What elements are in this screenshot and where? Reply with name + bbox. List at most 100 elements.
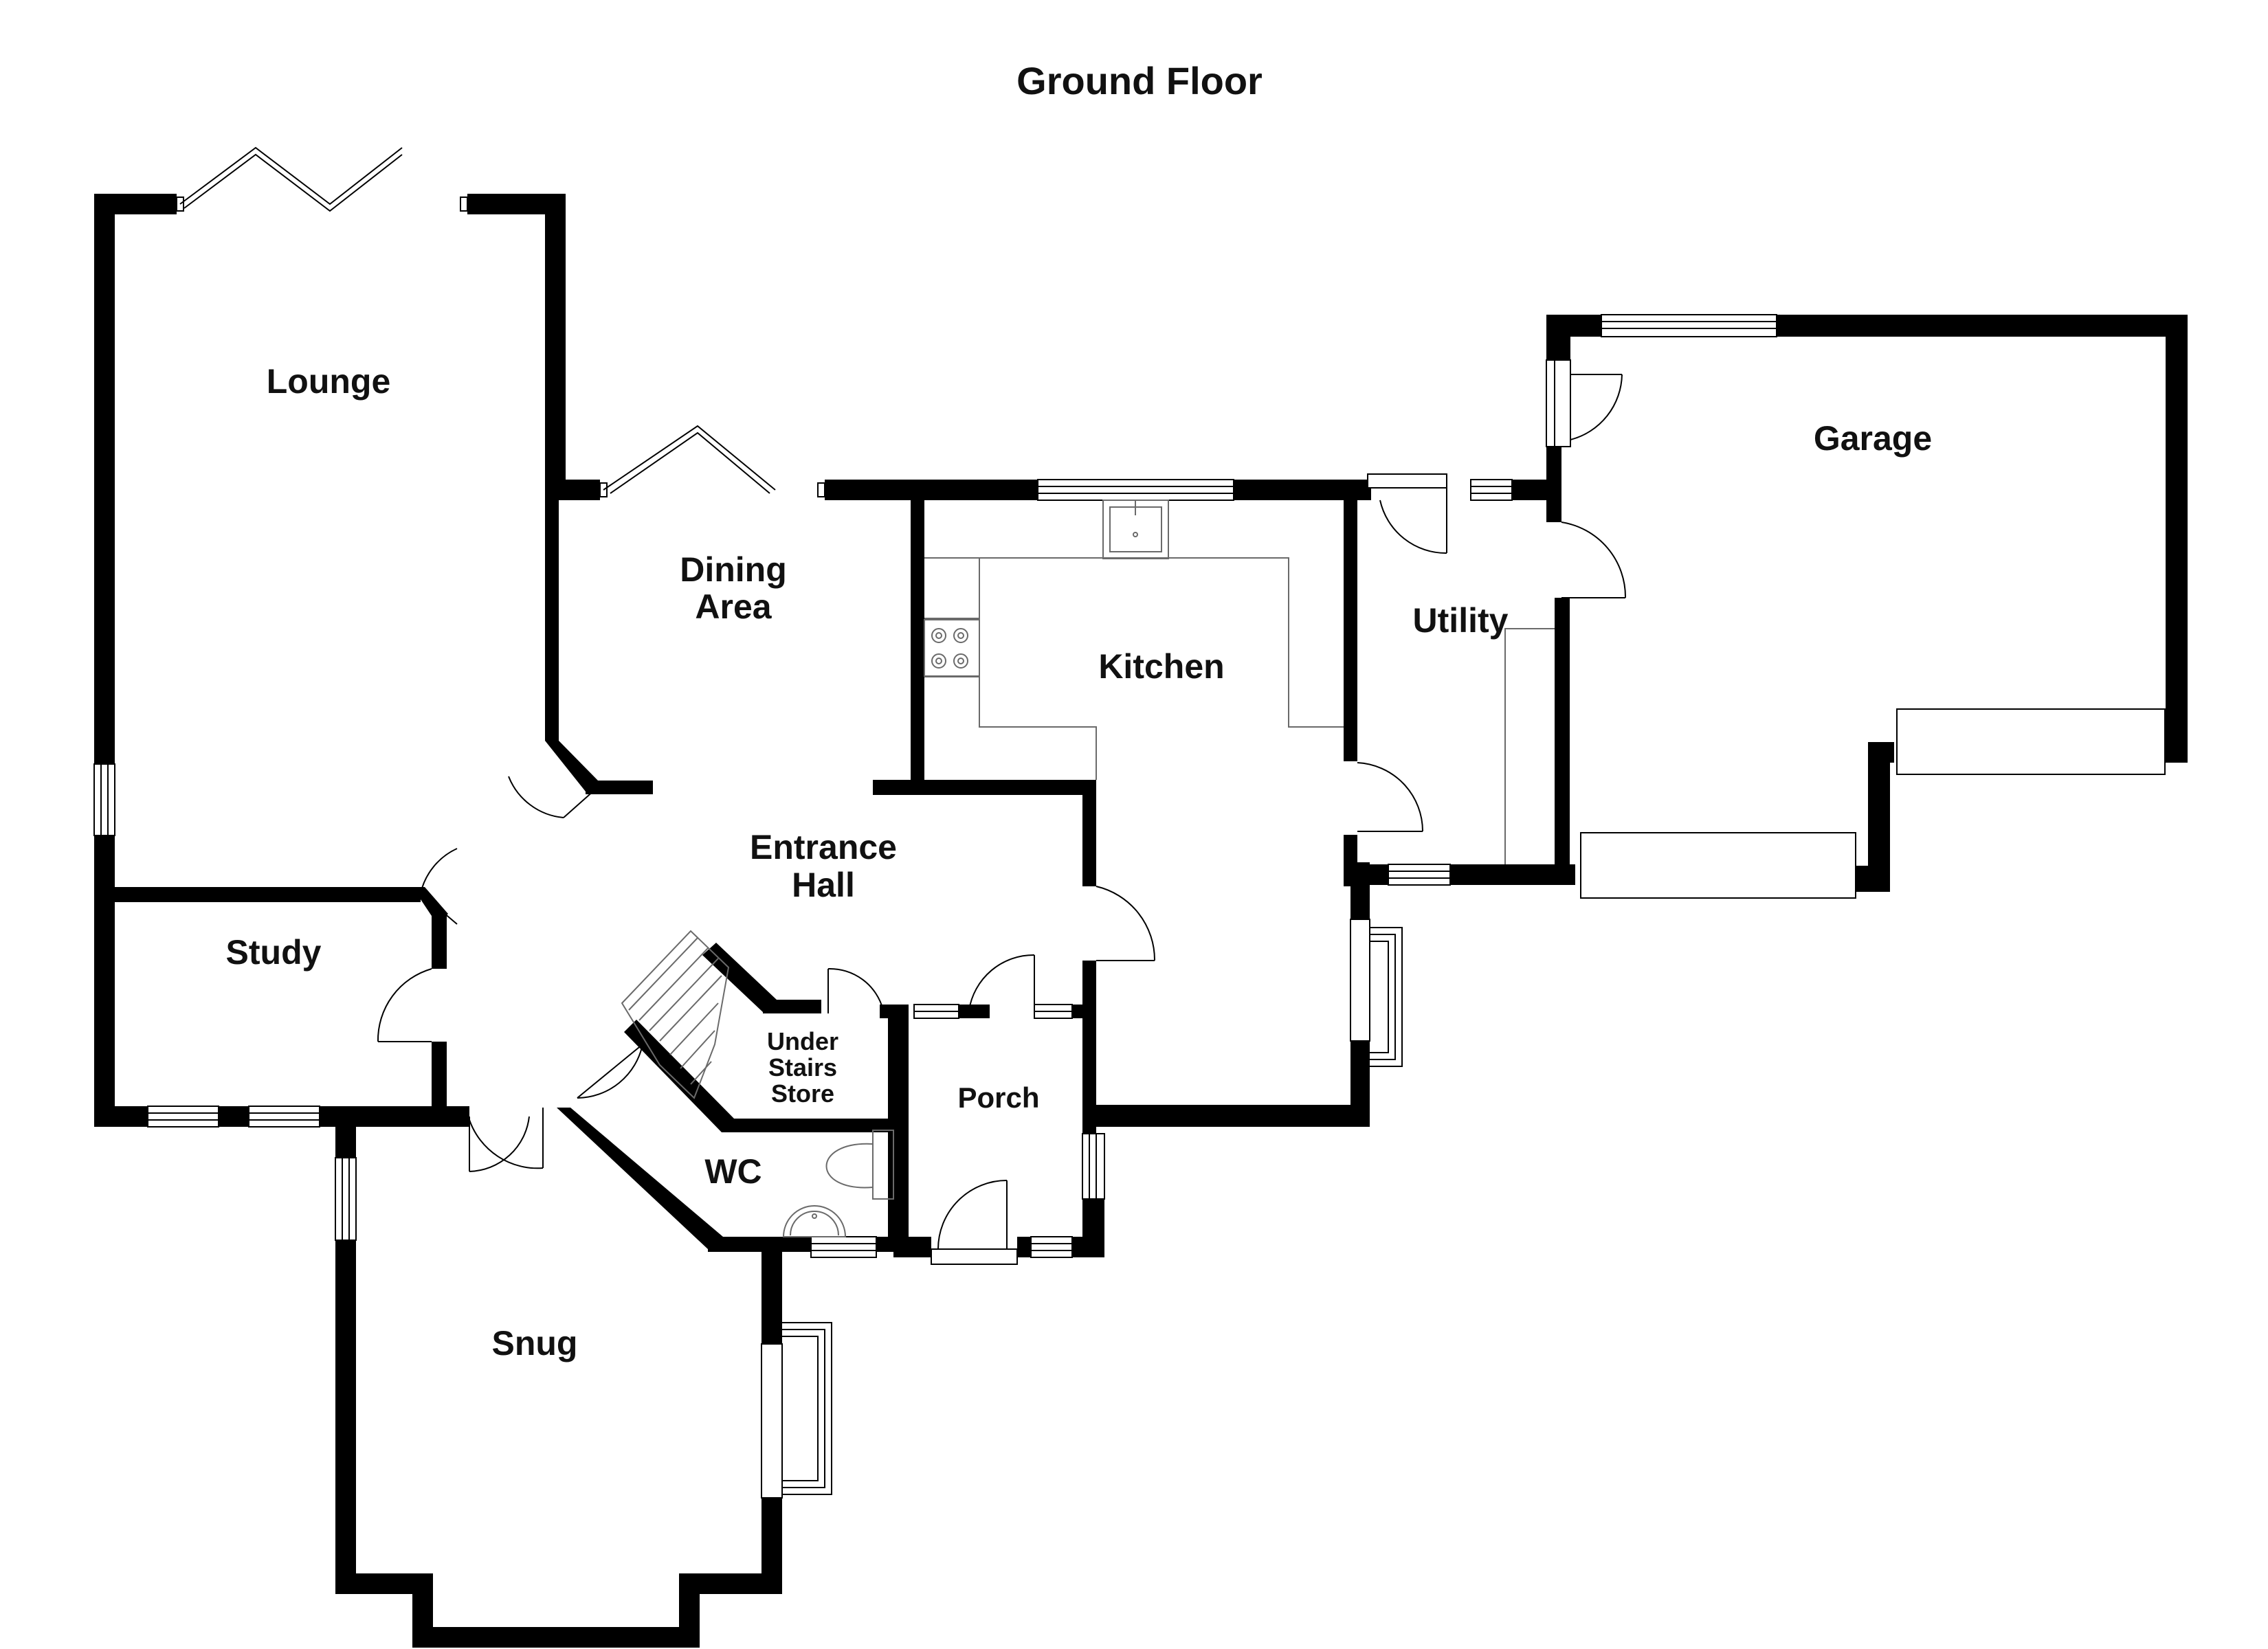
wall-snug-west-upper xyxy=(335,1106,356,1158)
window-garage-north xyxy=(1601,314,1777,337)
wall-garage-top-b xyxy=(1777,315,2188,337)
window-garage-side xyxy=(1546,359,1571,447)
windows xyxy=(93,314,1777,1499)
room-label-utility: Utility xyxy=(1413,601,1509,640)
room-label-dining-1: Dining xyxy=(680,550,787,589)
sink-icon xyxy=(1102,500,1169,559)
window-porch-east xyxy=(1082,1133,1105,1200)
window-utility-north xyxy=(1470,479,1513,501)
window-kitchen-north xyxy=(1037,479,1234,501)
door-utility-back xyxy=(1367,473,1447,554)
wall-lounge-study-divider xyxy=(94,887,421,902)
window-snug-east-bay xyxy=(761,1322,832,1499)
wall-porch-west xyxy=(893,1005,909,1252)
wall-kitchen-pantry-west xyxy=(911,500,924,782)
room-label-garage: Garage xyxy=(1814,419,1932,458)
window-utility-south xyxy=(1388,864,1451,886)
utility-worktop xyxy=(1504,628,1555,864)
door-wc xyxy=(577,1044,643,1099)
door-snug-double xyxy=(469,1108,544,1172)
door-utility xyxy=(1357,762,1424,832)
wall-snug-north-a xyxy=(440,1106,469,1121)
door-porch-inner xyxy=(968,954,1035,1011)
wall-dining-stub xyxy=(586,781,653,794)
stairs-icon xyxy=(621,930,730,1099)
room-label-lounge: Lounge xyxy=(267,362,391,401)
window-kitchen-east-bay xyxy=(1350,919,1403,1067)
wall-utility-top-right xyxy=(1512,480,1561,500)
wall-garage-south-right xyxy=(1856,866,1890,892)
hob-icon xyxy=(924,619,980,677)
window-porch-south xyxy=(1030,1236,1073,1258)
wall-kitchen-west-lower xyxy=(1082,961,1096,1125)
wall-utility-top xyxy=(1357,480,1368,500)
kitchen-island xyxy=(979,558,1097,780)
wall-porch-south-b xyxy=(1017,1237,1031,1257)
room-label-store-1: Under xyxy=(767,1027,838,1055)
room-label-study: Study xyxy=(226,933,322,972)
doors xyxy=(176,146,2166,1265)
window-porch-top-2 xyxy=(1034,1004,1073,1019)
wall-porch-east-lower xyxy=(1082,1199,1104,1257)
wall-lounge-west-lower xyxy=(94,835,115,1125)
door-lounge-double xyxy=(420,776,595,925)
wall-store-top xyxy=(763,1000,821,1013)
fixtures xyxy=(621,500,1555,1237)
room-label-snug: Snug xyxy=(492,1324,578,1362)
room-labels: Lounge Dining Area Kitchen Utility Garag… xyxy=(226,362,1933,1362)
room-label-store-3: Store xyxy=(771,1079,834,1108)
room-label-dining-2: Area xyxy=(695,587,772,626)
room-label-kitchen: Kitchen xyxy=(1098,647,1224,686)
garage-door-south xyxy=(1580,832,1856,899)
window-snug-west xyxy=(335,1157,357,1241)
wall-study-south-a xyxy=(94,1106,148,1127)
kitchen-worktop xyxy=(924,557,1344,728)
wall-kitchen-top-a xyxy=(825,480,1038,500)
kitchen-pantry-run xyxy=(924,618,980,677)
wall-dining-diagonal xyxy=(545,741,598,792)
door-study xyxy=(377,968,432,1042)
wall-lounge-west-upper xyxy=(94,194,115,764)
room-label-store-2: Stairs xyxy=(768,1053,837,1081)
door-kitchen xyxy=(1096,886,1156,961)
wall-porch-south-a xyxy=(893,1237,931,1257)
wall-garage-west-top xyxy=(1546,315,1570,360)
wall-wc-south xyxy=(708,1237,811,1252)
wall-kitchen-south xyxy=(1082,1105,1370,1127)
wall-snug-bay-south xyxy=(412,1627,700,1648)
wall-hall-kitchen-top xyxy=(873,780,1096,795)
room-label-wc: WC xyxy=(704,1152,761,1191)
wall-dining-west xyxy=(545,480,559,741)
wall-utility-east-lower xyxy=(1555,598,1570,878)
garage-door-front xyxy=(1896,708,2166,775)
wall-kitchen-east-lower xyxy=(1350,886,1370,919)
room-label-entrance-2: Hall xyxy=(792,866,855,904)
wall-snug-west xyxy=(335,1240,356,1594)
door-garage-internal xyxy=(1561,521,1627,598)
wall-hall-kitchen-east xyxy=(1082,780,1096,886)
wall-study-east-lower xyxy=(432,1042,447,1112)
wall-snug-east-upper xyxy=(761,1242,782,1344)
window-porch-top-1 xyxy=(913,1004,959,1019)
window-wc-south xyxy=(810,1236,877,1258)
window-study-south-2 xyxy=(248,1106,320,1128)
wall-store-bottom xyxy=(722,1119,900,1132)
door-porch-front xyxy=(931,1180,1018,1265)
basin-icon xyxy=(782,1205,847,1237)
toilet-icon xyxy=(825,1130,894,1200)
wall-porch-top-a xyxy=(959,1005,990,1018)
wall-garage-east xyxy=(2166,315,2188,763)
bifold-door-lounge xyxy=(176,146,468,212)
floor-title: Ground Floor xyxy=(1016,59,1263,102)
room-label-porch: Porch xyxy=(957,1081,1039,1114)
window-study-south-1 xyxy=(147,1106,219,1128)
door-store xyxy=(827,967,884,1013)
wall-utility-south-b xyxy=(1450,864,1575,885)
wall-wc-diagonal xyxy=(557,1108,723,1249)
wall-snug-east-lower xyxy=(761,1498,782,1594)
wall-lounge-east xyxy=(545,194,566,480)
room-label-entrance-1: Entrance xyxy=(750,828,897,866)
wall-stairs-lower xyxy=(624,1020,735,1132)
wall-study-south-b xyxy=(219,1106,249,1127)
